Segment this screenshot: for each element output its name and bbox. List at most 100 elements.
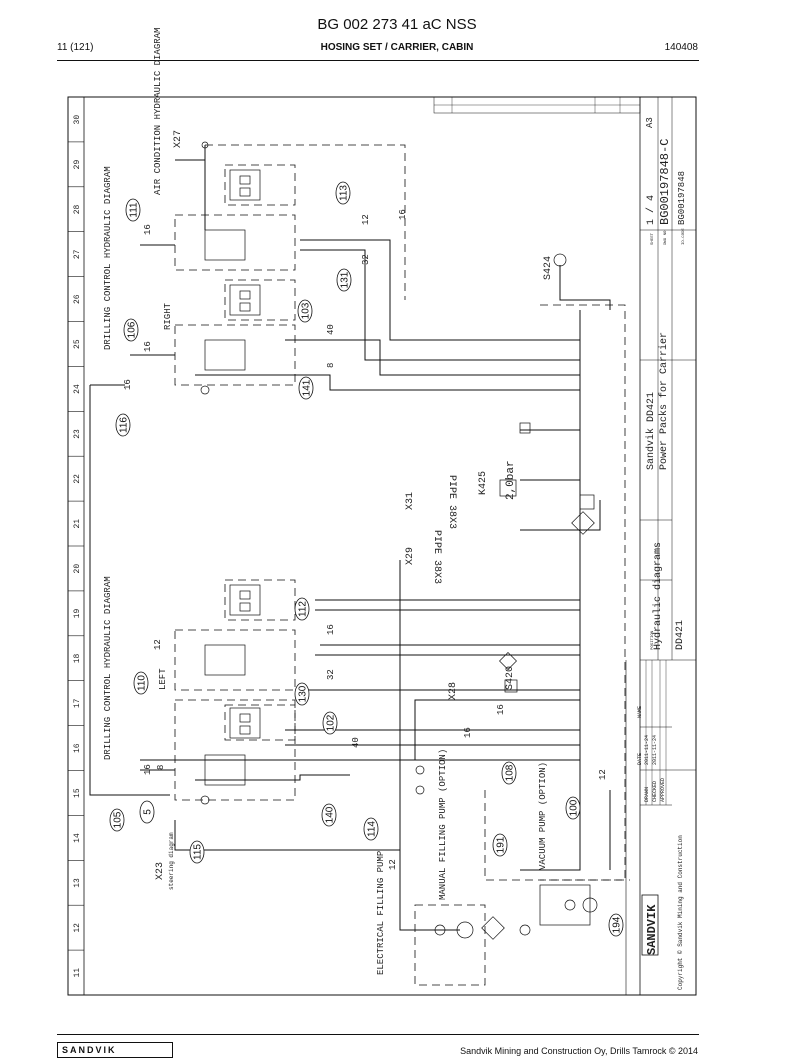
grid-number: 17: [73, 698, 82, 708]
callout-100: 100: [565, 796, 581, 820]
callout-141: 141: [298, 376, 314, 400]
title-position-label: POSITION: [651, 630, 655, 650]
callout-number: 108: [505, 764, 516, 781]
callout-194: 194: [608, 913, 624, 937]
left-label: LEFT: [158, 668, 168, 690]
grid-number: 26: [73, 294, 82, 304]
callout-number: 111: [129, 202, 140, 218]
callout-number: 130: [298, 685, 309, 702]
s420-label: S420: [505, 666, 516, 690]
line-size-label: 16: [463, 727, 473, 738]
callout-112: 112: [294, 597, 310, 621]
callout-105: 105: [109, 808, 125, 832]
callout-number: 141: [302, 379, 313, 396]
callout-number: 105: [113, 811, 124, 828]
x27-label: X27: [173, 130, 184, 148]
callout-number: 103: [301, 302, 312, 319]
callout-number: 5: [143, 809, 154, 815]
line-size-label: 12: [388, 859, 398, 870]
callout-number: 191: [496, 836, 507, 853]
drilling-control-right-label: DRILLING CONTROL HYDRAULIC DIAGRAM: [103, 166, 113, 350]
right-label: RIGHT: [163, 302, 173, 330]
title-drawn-date: 2011-11-24: [644, 735, 650, 765]
x23-label: X23: [155, 862, 166, 880]
title-sheet: 1 / 4: [645, 195, 657, 225]
grid-number: 23: [73, 429, 82, 439]
title-block: SANDVIK Copyright © Sandvik Mining and C…: [433, 96, 696, 995]
callout-140: 140: [321, 803, 337, 827]
s424-label: S424: [543, 256, 554, 280]
line-size-label: 16: [143, 224, 153, 235]
line-size-label: 16: [123, 379, 133, 390]
electrical-pump-label: ELECTRICAL FILLING PUMP: [376, 851, 386, 975]
callout-130: 130: [294, 682, 310, 706]
title-drawn-label: DRAWN: [644, 787, 650, 802]
callout-108: 108: [501, 761, 517, 785]
grid-number: 29: [73, 160, 82, 170]
callout-number: 110: [137, 675, 148, 691]
title-checked-date: 2011-11-24: [652, 735, 658, 765]
callout-114: 114: [363, 817, 379, 841]
grid-number: 14: [73, 833, 82, 843]
callout-131: 131: [336, 268, 352, 292]
grid-number: 13: [73, 878, 82, 888]
grid-number: 15: [73, 788, 82, 798]
grid-number: 25: [73, 339, 82, 349]
line-size-label: 40: [326, 324, 336, 335]
grid-number: 11: [73, 968, 82, 978]
footer-logo: SANDVIK: [57, 1042, 173, 1058]
title-dwg-label: DWG NO: [664, 230, 668, 245]
line-size-label: 16: [398, 209, 408, 220]
callout-5: 5: [139, 800, 155, 824]
grid-number: 22: [73, 474, 82, 484]
title-size: A3: [645, 117, 655, 128]
title-brand: SANDVIK: [645, 904, 659, 955]
k425-label: K425: [478, 471, 489, 495]
line-size-label: 16: [496, 704, 506, 715]
callout-number: 112: [298, 601, 309, 617]
pipe-label-1: PIPE 38X3: [446, 475, 457, 529]
callout-number: 140: [325, 806, 336, 823]
callout-115: 115: [189, 840, 205, 864]
valve-symbols: [200, 141, 598, 940]
title-checked-label: CHECKED: [652, 781, 658, 802]
title-model: DD421: [675, 620, 686, 650]
air-condition-label: AIR CONDITION HYDRAULIC DIAGRAM: [153, 28, 163, 195]
callout-111: 111: [125, 198, 141, 222]
title-diagram-type: Hydraulic diagrams: [652, 542, 664, 650]
grid-number: 12: [73, 923, 82, 933]
pipe-label-2: PIPE 38X3: [431, 530, 442, 584]
callout-110: 110: [133, 671, 149, 695]
line-size-label: 8: [326, 363, 336, 368]
title-description: Power Packs for Carrier: [658, 332, 670, 470]
x29-label: X29: [405, 547, 416, 565]
footer-company: Sandvik Mining and Construction Oy, Dril…: [460, 1046, 698, 1056]
callout-103: 103: [297, 299, 313, 323]
title-copyright: Copyright © Sandvik Mining and Construct…: [677, 835, 684, 990]
title-drawing-number-small: BG00197848: [677, 171, 687, 225]
grid-number: 19: [73, 609, 82, 619]
page-number: 11 (121): [57, 42, 94, 53]
steering-label: steering diagram: [168, 832, 175, 890]
line-size-label: 16: [143, 341, 153, 352]
callout-number: 100: [569, 799, 580, 816]
line-size-label: 32: [361, 254, 371, 265]
vacuum-pump-label: VACUUM PUMP (OPTION): [538, 762, 548, 870]
drilling-control-left-label: DRILLING CONTROL HYDRAULIC DIAGRAM: [103, 576, 113, 760]
dashed-boundaries: [174, 144, 630, 986]
document-title: BG 002 273 41 aC NSS: [317, 16, 477, 33]
callout-113: 113: [335, 181, 351, 205]
grid-number: 18: [73, 653, 82, 663]
line-size-label: 40: [351, 737, 361, 748]
x31-label: X31: [405, 492, 416, 510]
footer-rule: [57, 1034, 699, 1035]
k425-value: 2,0bar: [505, 460, 517, 500]
pipe-lines: [89, 145, 611, 931]
title-product: Sandvik DD421: [645, 392, 657, 470]
section-title: HOSING SET / CARRIER, CABIN: [320, 42, 474, 53]
grid-number: 27: [73, 249, 82, 259]
callout-102: 102: [322, 711, 338, 735]
